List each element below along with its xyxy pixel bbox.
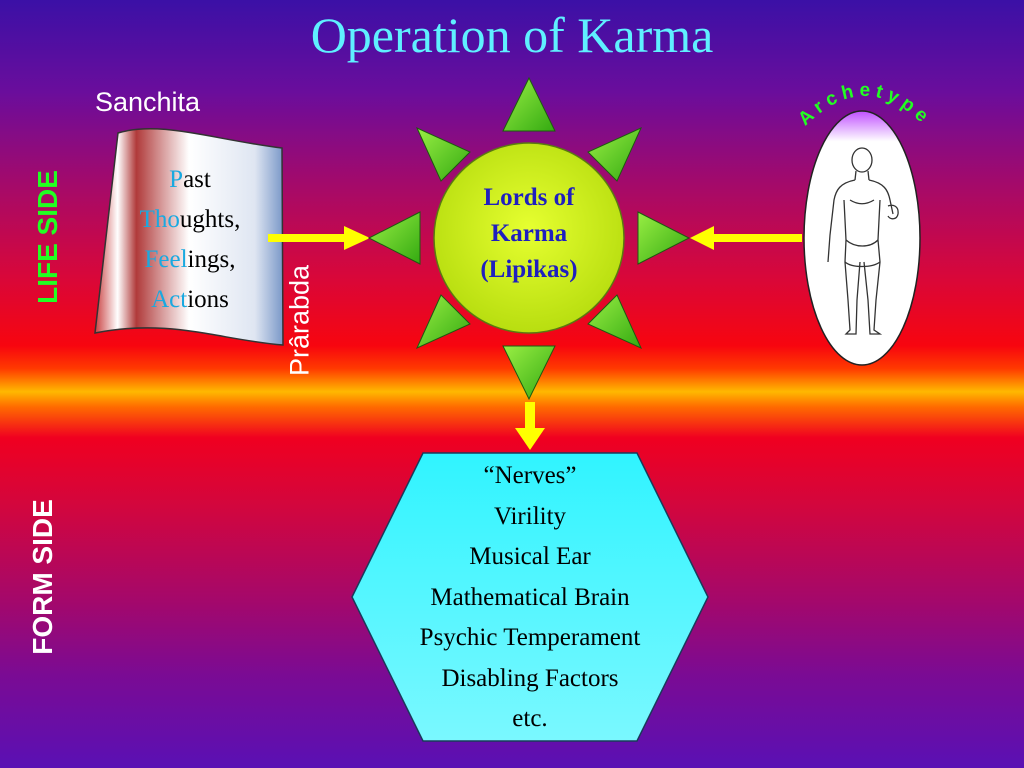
human-figure-icon (827, 147, 899, 335)
effects-item: Musical Ear (469, 543, 591, 570)
lords-of-karma-text: Lords of Karma (Lipikas) (480, 184, 578, 283)
scroll-text: Past Thoughts, Feelings, Actions (105, 160, 275, 320)
sun-rays (367, 76, 691, 401)
sanchita-label: Sanchita (95, 87, 201, 117)
sun-ray-top-right (587, 126, 643, 182)
prarabda-arrow (268, 226, 370, 250)
effects-item: etc. (512, 705, 548, 732)
archetype-oval (803, 110, 921, 366)
down-arrow (515, 402, 545, 450)
sun-ray-right (637, 211, 691, 265)
scroll-line: Feelings, (144, 246, 236, 273)
sun-ray-top-left (415, 126, 471, 182)
page-title: Operation of Karma (310, 7, 714, 63)
effects-item: Mathematical Brain (430, 583, 630, 611)
sun-ray-top (502, 76, 556, 132)
scroll-line: Past (169, 166, 211, 193)
effects-list: “Nerves” Virility Musical Ear Mathematic… (355, 456, 705, 740)
sun-center (433, 142, 625, 334)
scroll-line: Thoughts, (139, 206, 241, 233)
prarabda-label: Prârabda (284, 264, 315, 377)
effects-hexagon (351, 452, 709, 742)
archetype-arrow (690, 226, 802, 250)
effects-item: Virility (493, 502, 567, 530)
scroll-line: Actions (151, 286, 229, 313)
sun-ray-bottom (502, 345, 556, 401)
effects-item: “Nerves” (483, 462, 577, 489)
effects-item: Disabling Factors (441, 664, 619, 692)
sanchita-scroll (94, 127, 284, 346)
sun-ray-bottom-left (415, 294, 471, 350)
sun-ray-bottom-right (587, 294, 643, 350)
sun-ray-left (367, 211, 421, 265)
effects-item: Psychic Temperament (419, 624, 641, 651)
